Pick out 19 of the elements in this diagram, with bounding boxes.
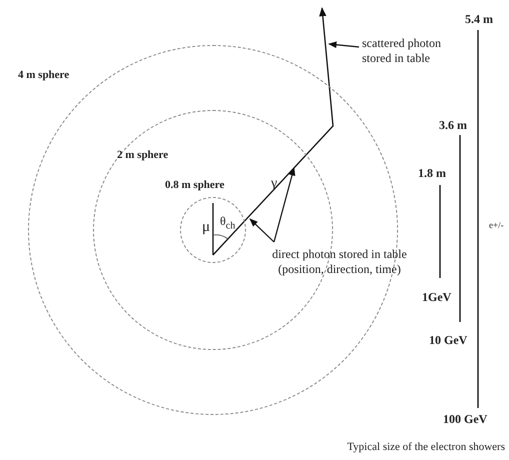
caption: Typical size of the electron showers: [347, 441, 505, 453]
sphere-label: 0.8 m sphere: [165, 179, 224, 191]
greek-symbol: θ$_{ch}$: [220, 214, 236, 232]
annotation-text: direct photon stored in table (position, direction, time): [252, 247, 427, 277]
annotation-text: scattered photon stored in table: [362, 36, 472, 66]
greek-symbol: γ: [271, 176, 278, 192]
energy-label: 10 GeV: [429, 333, 468, 348]
dimension-label: 1.8 m: [418, 166, 446, 181]
dimension-label: 3.6 m: [439, 118, 467, 133]
leader-arrow: [328, 41, 360, 48]
energy-label: 100 GeV: [443, 412, 488, 427]
leader-arrow: [249, 218, 274, 242]
sphere-label: 2 m sphere: [117, 149, 168, 161]
particle-label: e+/-: [489, 220, 504, 230]
sphere-label: 4 m sphere: [18, 69, 70, 81]
dimension-label: 5.4 m: [465, 12, 493, 27]
energy-label: 1GeV: [422, 290, 452, 305]
leader-arrow: [273, 167, 296, 242]
greek-symbol: μ: [202, 219, 210, 236]
